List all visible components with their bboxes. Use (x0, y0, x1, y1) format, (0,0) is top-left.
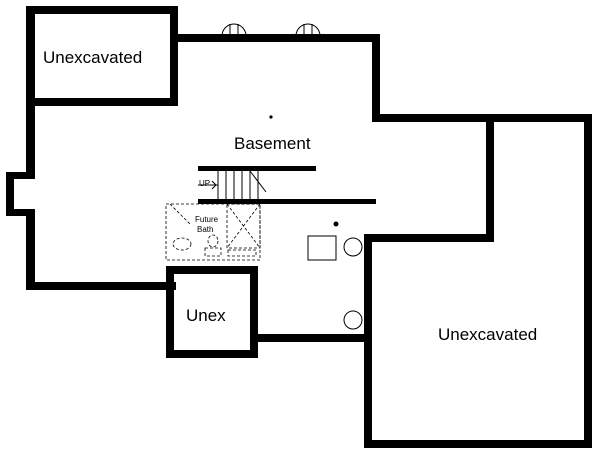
unexcavated-top-left-walls (26, 6, 178, 106)
furnace-icon (307, 235, 337, 261)
unex-small-walls (166, 266, 258, 358)
sump-pump-icon (343, 310, 363, 330)
mechanical-equipment (307, 221, 363, 330)
stair-walls (198, 166, 376, 204)
floor-drain-icon (333, 221, 339, 227)
future-bath-outline (165, 203, 261, 261)
future-bath-label-line1: Future (195, 215, 219, 224)
exterior-walls (6, 34, 592, 448)
room-label-unex: Unex (186, 306, 226, 325)
window-wells (221, 23, 321, 37)
room-label-unexcavated-top-left: Unexcavated (43, 48, 142, 67)
room-label-unexcavated-right: Unexcavated (438, 325, 537, 344)
room-label-basement: Basement (234, 134, 311, 153)
ceiling-light-icon (269, 115, 273, 119)
future-bath-label-line2: Bath (197, 225, 213, 234)
stair-up-label: UP (199, 179, 210, 188)
water-heater-icon (343, 237, 363, 257)
stair-treads (198, 170, 267, 199)
